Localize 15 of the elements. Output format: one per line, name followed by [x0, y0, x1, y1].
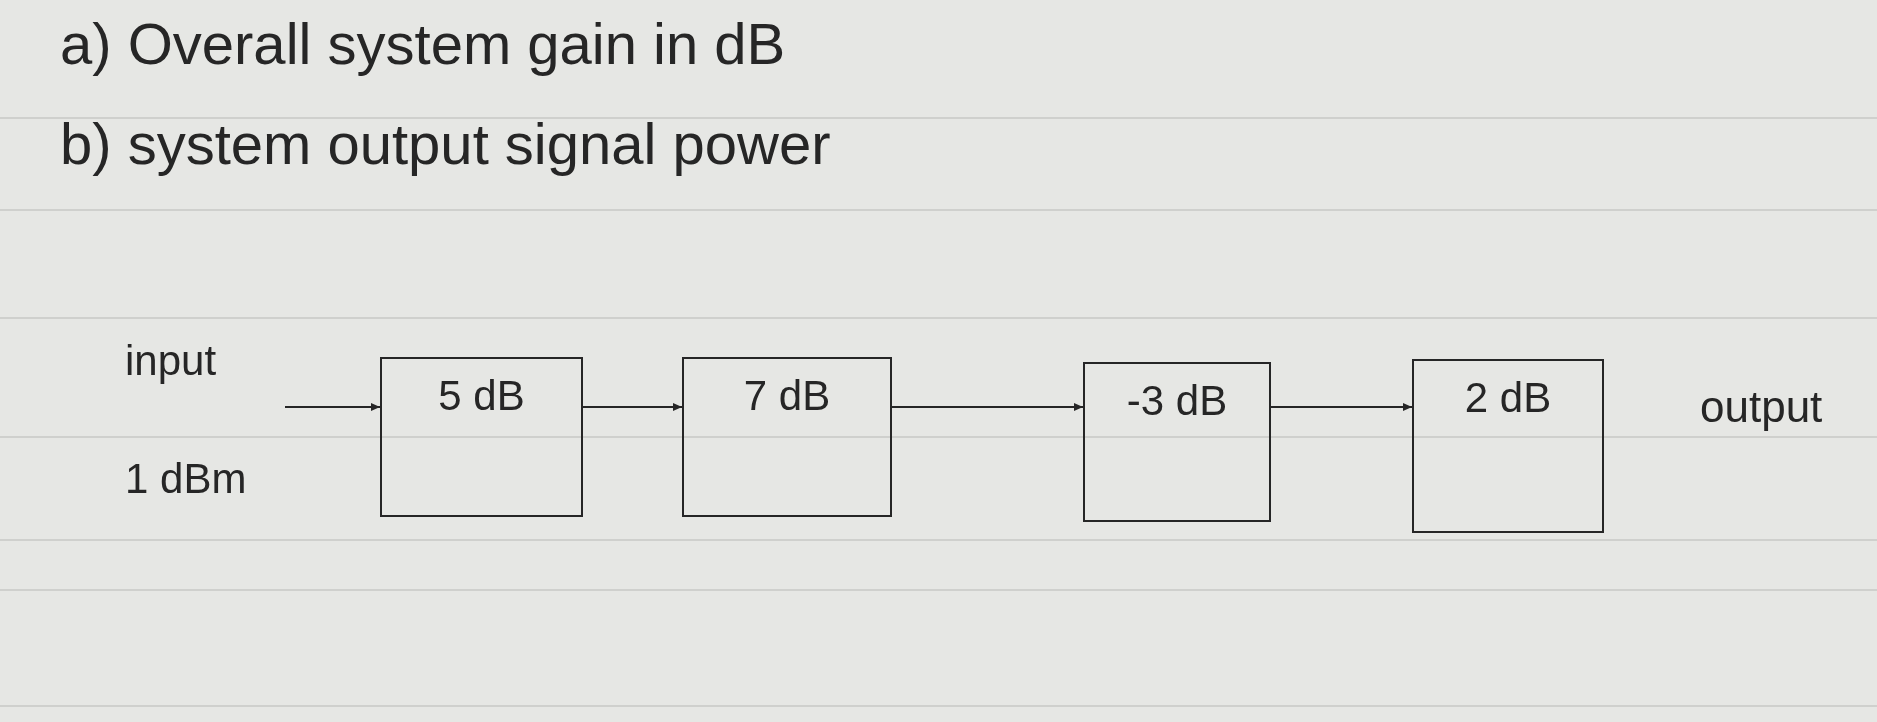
gain-block: [380, 357, 583, 517]
gain-value: -3 dB: [1126, 380, 1228, 422]
output-label: output: [1700, 385, 1823, 429]
arrow: [582, 403, 683, 411]
gain-value: 2 dB: [1464, 377, 1552, 419]
gain-value: 7 dB: [743, 375, 831, 417]
gain-block: [1412, 359, 1604, 533]
gain-value: 5 dB: [438, 375, 525, 417]
gain-block: [682, 357, 892, 517]
arrow: [891, 403, 1084, 411]
gain-block: [1083, 362, 1271, 522]
input-label: input: [125, 340, 218, 382]
input-level: 1 dBm: [125, 458, 248, 500]
arrow: [284, 403, 381, 411]
arrow: [1270, 403, 1413, 411]
